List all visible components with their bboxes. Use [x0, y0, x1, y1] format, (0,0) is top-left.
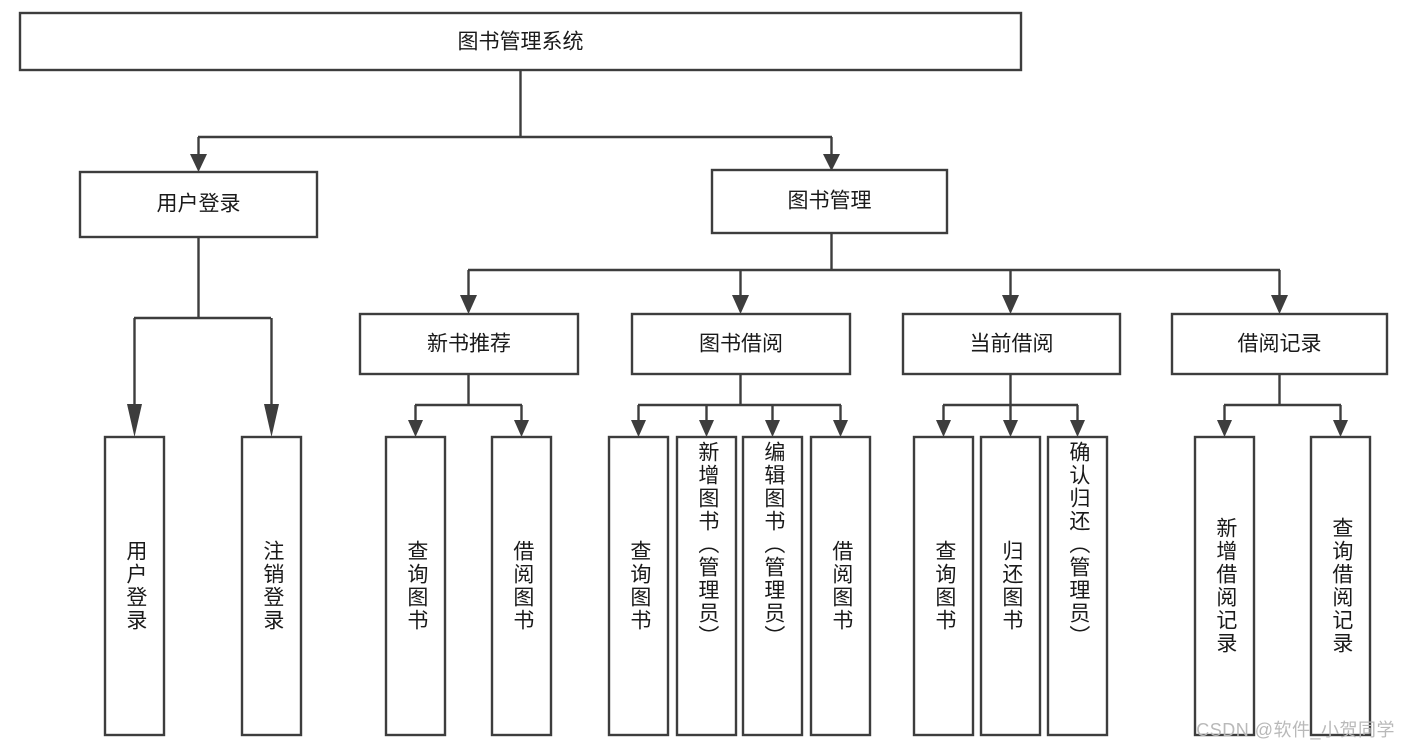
node-book-management[interactable] — [710, 168, 949, 235]
node-leaf-logout[interactable] — [240, 435, 303, 737]
node-leaf-query-book-3[interactable] — [912, 435, 975, 737]
arrowhead-leaf-return-book — [1003, 420, 1018, 437]
arrowhead-leaf-confirm-return — [1070, 420, 1085, 437]
arrowhead-leaf-logout — [264, 404, 279, 437]
node-leaf-query-book-2[interactable] — [607, 435, 670, 737]
arrowhead-leaf-query-book-1 — [408, 420, 423, 437]
arrowhead-leaf-query-book-2 — [631, 420, 646, 437]
arrowhead-borrow-record — [1271, 295, 1288, 314]
arrowhead-leaf-add-record — [1217, 420, 1232, 437]
node-leaf-add-book[interactable] — [675, 435, 738, 737]
node-book-borrow-label: 图书借阅 — [699, 333, 783, 356]
node-leaf-edit-book[interactable] — [741, 435, 804, 737]
node-new-book-recommend[interactable] — [358, 312, 580, 376]
node-current-borrow-label: 当前借阅 — [970, 333, 1054, 356]
arrowhead-group — [127, 154, 1348, 437]
arrowhead-leaf-borrow-book-1 — [514, 420, 529, 437]
node-leaf-borrow-book-1[interactable] — [490, 435, 553, 737]
node-leaf-add-record[interactable] — [1193, 435, 1256, 737]
node-root-label: 图书管理系统 — [458, 31, 584, 54]
arrowhead-leaf-borrow-book-2 — [833, 420, 848, 437]
node-book-borrow[interactable] — [630, 312, 852, 376]
arrowhead-book-borrow — [732, 295, 749, 314]
arrowhead-leaf-edit-book — [765, 420, 780, 437]
node-borrow-record-label: 借阅记录 — [1238, 333, 1322, 356]
arrowhead-leaf-user-login — [127, 404, 142, 437]
csdn-watermark: CSDN @软件_小贺同学 — [1196, 720, 1395, 740]
node-group: 图书管理系统 用户登录 图书管理 新书推荐 图书借阅 当前借阅 借阅记录 — [18, 11, 1389, 737]
node-leaf-user-login[interactable] — [103, 435, 166, 737]
node-leaf-query-book-1[interactable] — [384, 435, 447, 737]
arrowhead-leaf-add-book — [699, 420, 714, 437]
node-leaf-return-book[interactable] — [979, 435, 1042, 737]
arrowhead-leaf-query-record — [1333, 420, 1348, 437]
arrowhead-leaf-query-book-3 — [936, 420, 951, 437]
node-new-book-recommend-label: 新书推荐 — [427, 333, 511, 356]
node-user-login[interactable] — [78, 170, 319, 239]
node-leaf-confirm-return[interactable] — [1046, 435, 1109, 737]
node-user-login-label: 用户登录 — [157, 193, 241, 216]
node-leaf-borrow-book-2[interactable] — [809, 435, 872, 737]
node-current-borrow[interactable] — [901, 312, 1122, 376]
node-book-management-label: 图书管理 — [788, 190, 872, 213]
arrowhead-new-book-recommend — [460, 295, 477, 314]
arrowhead-current-borrow — [1002, 295, 1019, 314]
node-borrow-record[interactable] — [1170, 312, 1389, 376]
arrowhead-user-login — [190, 154, 207, 172]
arrowhead-book-management — [823, 154, 840, 171]
node-leaf-query-record[interactable] — [1309, 435, 1372, 737]
node-root[interactable] — [18, 11, 1023, 72]
